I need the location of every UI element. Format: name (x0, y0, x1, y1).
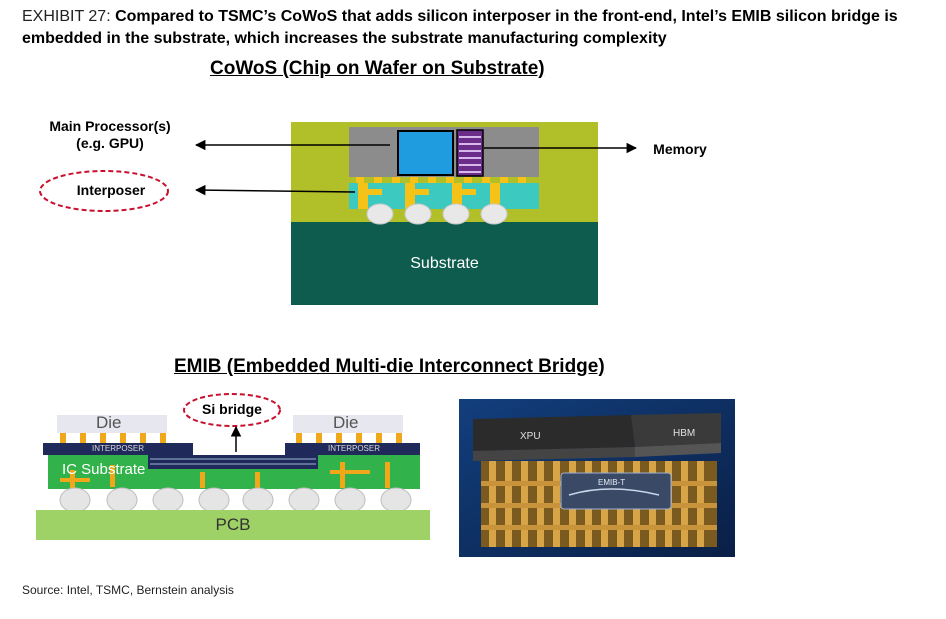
cowos-memory-stack (456, 129, 484, 177)
cowos-main-processor-label: Main Processor(s) (e.g. GPU) (30, 118, 190, 152)
interposer-left (43, 443, 193, 455)
header-line-1: EXHIBIT 27: Compared to TSMC’s CoWoS tha… (22, 6, 942, 28)
source-note: Source: Intel, TSMC, Bernstein analysis (22, 583, 234, 597)
xpu-die (473, 415, 635, 451)
die-right-label: Die (333, 413, 359, 432)
cowos-title: CoWoS (Chip on Wafer on Substrate) (210, 58, 545, 79)
die-left (57, 415, 167, 433)
exhibit-title-part2: embedded in the substrate, which increas… (22, 30, 667, 47)
si-bridge-label: Si bridge (202, 401, 262, 417)
die-right (293, 415, 403, 433)
interposer-arrow (194, 184, 356, 196)
cowos-interposer-label: Interposer (76, 182, 146, 198)
si-bridge-highlight-ellipse (183, 393, 281, 427)
cowos-micro-bumps (356, 177, 526, 187)
emib-package-render (459, 399, 735, 557)
hbm-die (631, 413, 721, 447)
cowos-substrate (291, 222, 598, 305)
pcb-label: PCB (215, 515, 251, 534)
substrate-traces (60, 462, 390, 488)
die-bumps (60, 433, 402, 443)
si-bridge (148, 455, 318, 469)
ic-substrate-label: IC Substrate (62, 461, 146, 478)
xpu-label: XPU (520, 431, 541, 442)
pcb (36, 510, 430, 540)
cowos-memory-label: Memory (653, 141, 707, 157)
emib-solder-balls (59, 487, 412, 513)
interposer-left-label: INTERPOSER (92, 444, 145, 453)
exhibit-number: EXHIBIT 27: (22, 8, 111, 25)
emib-t-bridge (560, 472, 672, 510)
emib-title: EMIB (Embedded Multi-die Interconnect Br… (174, 356, 605, 377)
interposer-right (285, 443, 420, 455)
cowos-c4-bumps (366, 203, 508, 225)
main-processor-line2: (e.g. GPU) (76, 135, 144, 151)
interposer-right-label: INTERPOSER (328, 444, 381, 453)
emib-t-label: EMIB-T (598, 478, 626, 487)
cowos-interposer-vias (358, 183, 500, 209)
main-processor-line1: Main Processor(s) (49, 118, 171, 134)
cowos-substrate-label: Substrate (410, 255, 479, 272)
hbm-label: HBM (673, 428, 696, 439)
die-left-label: Die (96, 413, 122, 432)
exhibit-header: EXHIBIT 27: Compared to TSMC’s CoWoS tha… (22, 6, 942, 50)
cowos-gpu (397, 130, 454, 176)
interposer-highlight-ellipse (39, 170, 169, 212)
exhibit-title-part1: Compared to TSMC’s CoWoS that adds silic… (115, 8, 898, 25)
